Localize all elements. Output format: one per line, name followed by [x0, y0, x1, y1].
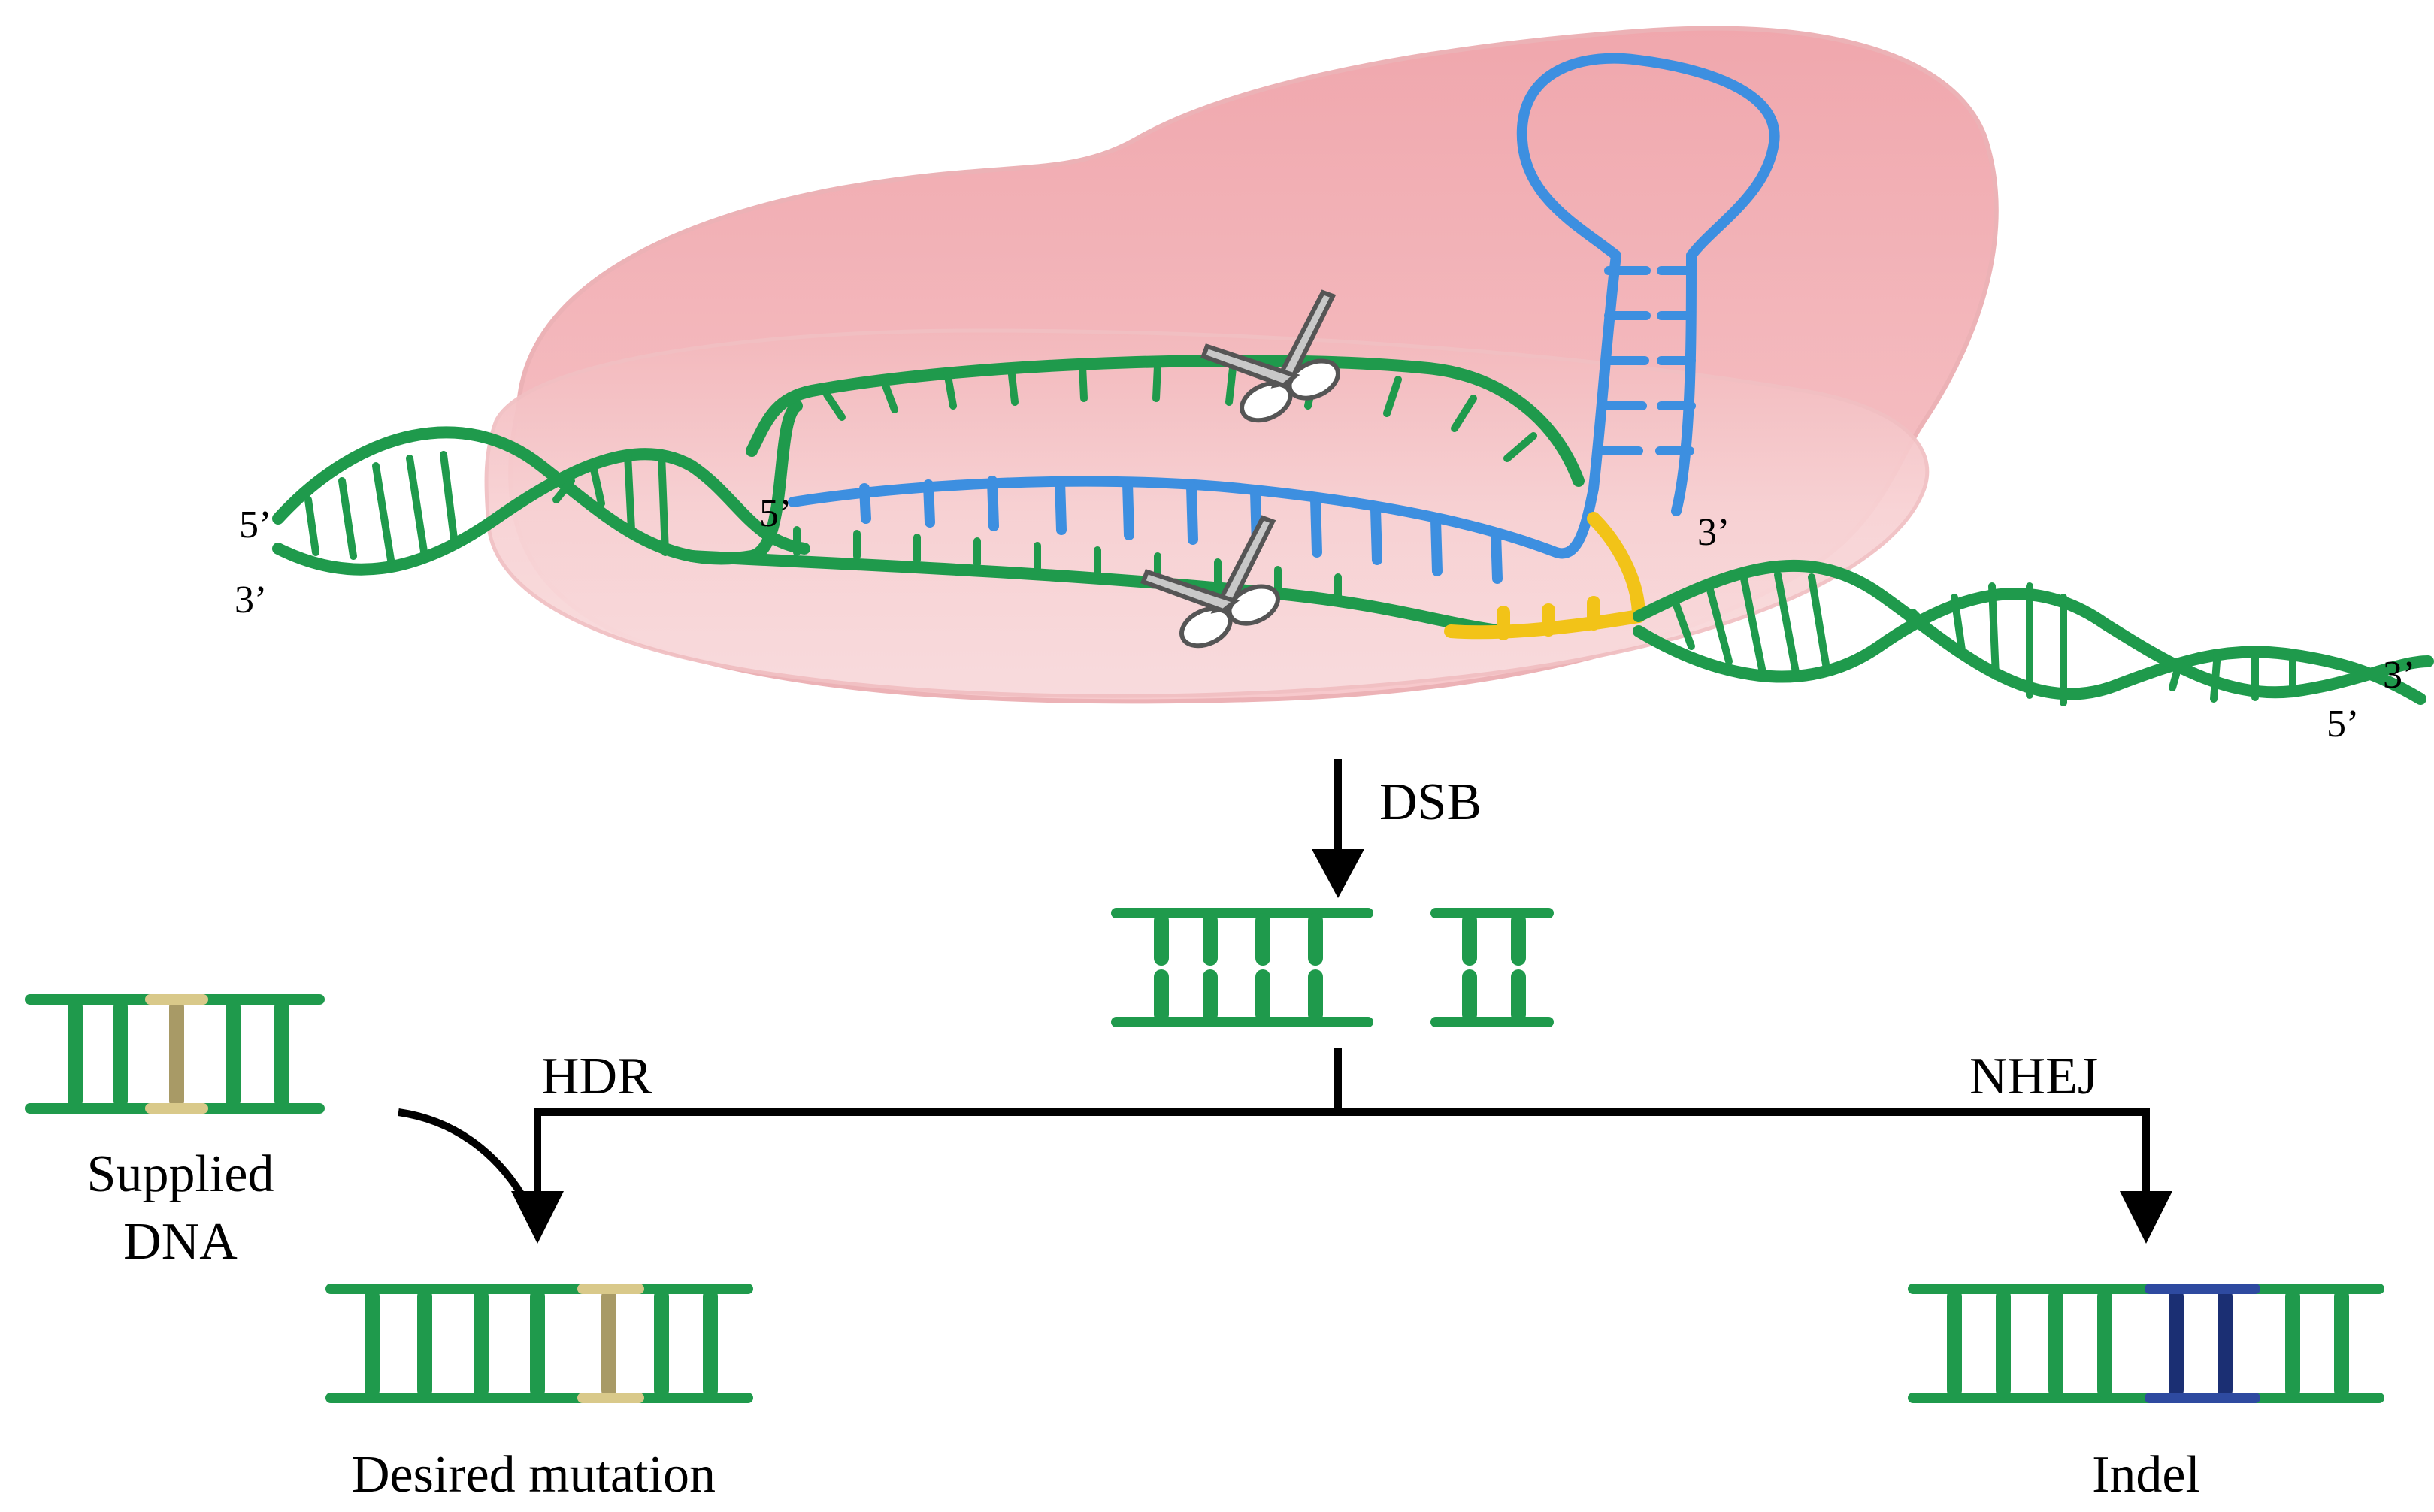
- nhej-label: NHEJ: [1969, 1048, 2098, 1105]
- desired-mutation-label: Desired mutation: [352, 1446, 716, 1504]
- hdr-arrowhead: [511, 1191, 564, 1244]
- nhej-result-dna: [1908, 1284, 2384, 1403]
- broken-dna: [1111, 908, 1554, 1027]
- dsb-arrow: [1312, 759, 1364, 898]
- scissors-icon: [1200, 289, 1340, 423]
- donor-arrow: [398, 1108, 530, 1205]
- indel-label: Indel: [2092, 1446, 2200, 1504]
- pam-sequence: [1444, 512, 1645, 640]
- supplied-dna-label-line2: DNA: [123, 1213, 238, 1271]
- nhej-arrowhead: [2120, 1191, 2172, 1244]
- supplied-dna-ladder: [25, 994, 325, 1114]
- strand-left-3prime: 3’: [235, 579, 267, 621]
- dsb-label: DSB: [1379, 773, 1482, 831]
- guide-3prime: 3’: [1697, 511, 1730, 554]
- supplied-dna-label-line1: Supplied: [87, 1145, 274, 1203]
- repair-branch-connector: [534, 1048, 2150, 1195]
- guide-5prime: 5’: [759, 492, 792, 535]
- hdr-label: HDR: [541, 1048, 652, 1105]
- scissors-icon: [1140, 515, 1280, 649]
- strand-right-5prime: 5’: [2327, 703, 2359, 745]
- strand-right-3prime: 3’: [2383, 654, 2415, 697]
- dna-helix-left: [272, 400, 810, 576]
- strand-left-5prime: 5’: [239, 503, 271, 546]
- hdr-result-dna: [325, 1284, 753, 1403]
- dna-helix-right: [1633, 560, 2434, 706]
- guide-rna: [788, 53, 1780, 584]
